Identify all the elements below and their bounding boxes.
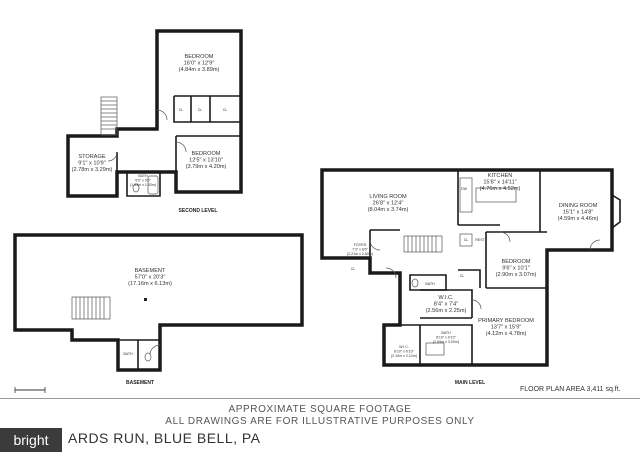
dining-room-dims: 15'1" x 14'8" [563,210,594,216]
closet-label: CL [223,108,228,112]
main-closet-label: CL [351,267,356,271]
second-bedroom-1-metric: (4.84m x 3.89m) [179,67,220,73]
toilet-icon [132,183,140,193]
bright-logo: bright [0,428,62,452]
foyer-dims: 7'3" x 8'6" [352,248,368,252]
pantry-closet-label: CL [464,238,469,242]
kitchen-name: KITCHEN [488,173,513,179]
living-room-dims: 26'8" x 12'4" [373,201,404,207]
kitchen-pantry [459,233,473,247]
storage-dims: 9'1" x 10'9" [78,161,106,167]
main-level-stairs [403,235,443,253]
basement-stairs [71,296,111,320]
second-bedroom-2-name: BEDROOM [192,151,221,157]
basement-toilet-icon [144,352,152,362]
basement-room-metric: (17.16m x 6.13m) [128,281,172,287]
dishwasher-label: DW [461,187,468,191]
main-closet-label: CL [460,274,465,278]
kitchen-metric: (4.76m x 4.52m) [480,186,521,192]
second-bath-dims: 5'0" x 5'0" [135,179,151,183]
column-marker [144,298,147,301]
wic-1-name: W.I.C. [438,295,454,301]
dining-room-name: DINING ROOM [559,203,598,209]
second-bedroom-2-metric: (3.79m x 4.20m) [186,164,227,170]
foyer-metric: (2.21m x 2.60m) [347,252,373,256]
living-room-metric: (8.04m x 3.74m) [368,207,409,213]
property-address: ARDS RUN, BLUE BELL, PA [68,430,261,446]
half-bath-label: BATH [425,282,435,286]
primary-bath-dims: 8'10" x 9'10" [436,336,456,340]
living-room-name: LIVING ROOM [369,194,407,200]
foyer-name: FOYER [354,243,367,247]
second-bath-metric: (1.53m x 1.53m) [130,183,156,187]
bathtub-icon [147,175,159,195]
second-level-stairs [100,96,118,136]
dining-room-metric: (4.59m x 4.46m) [558,216,599,222]
primary-bath-metric: (2.69m x 3.00m) [433,340,459,344]
main-toilet-icon [411,278,419,288]
second-bedroom-1-name: BEDROOM [185,54,214,60]
storage-metric: (2.78m x 3.29m) [72,167,113,173]
rest-label: REST [475,238,485,242]
floor-plan-area: FLOOR PLAN AREA 3,411 sq.ft. [520,386,621,393]
wic-2-metric: (2.10m x 2.12m) [391,354,417,358]
primary-bedroom-dims: 13'7" x 15'9" [491,325,522,331]
wic-2-name: W.I.C. [399,345,409,349]
wic-2-dims: 6'10" x 6'10" [394,350,414,354]
primary-bedroom-metric: (4.12m x 4.78m) [486,331,527,337]
closet-label: CL [179,108,184,112]
basement-room-name: BASEMENT [135,268,166,274]
second-bedroom-1-dims: 16'0" x 12'9" [184,61,215,67]
main-level-label: MAIN LEVEL [455,380,485,386]
main-level-plan [320,168,621,367]
main-bedroom-name: BEDROOM [502,259,531,265]
primary-bath-name: BATH [441,331,451,335]
illustrative-disclaimer: ALL DRAWINGS ARE FOR ILLUSTRATIVE PURPOS… [165,416,475,427]
basement-bath-name: BATH [123,352,133,356]
second-bath-name: BATH [138,174,148,178]
basement-plan [13,233,304,393]
closet-label: CL [198,108,203,112]
storage-name: STORAGE [78,154,106,160]
second-level-label: SECOND LEVEL [179,208,218,214]
second-level-plan [66,29,243,198]
kitchen-island [475,187,517,203]
primary-bath-tub-icon [425,342,445,356]
scale-bar [14,387,46,393]
kitchen-counter [459,177,473,213]
divider-line [0,398,640,399]
main-bedroom-dims: 9'6" x 10'1" [502,266,530,272]
main-bedroom-metric: (2.90m x 3.07m) [496,272,537,278]
second-bedroom-2-dims: 12'5" x 13'10" [189,158,223,164]
basement-level-label: BASEMENT [126,380,154,386]
kitchen-dims: 15'8" x 14'11" [483,180,516,186]
wic-1-dims: 8'4" x 7'4" [434,302,458,308]
primary-bedroom-name: PRIMARY BEDROOM [478,318,534,324]
basement-room-dims: 57'0" x 20'3" [135,275,166,281]
approximate-footage-note: APPROXIMATE SQUARE FOOTAGE [228,404,412,415]
wic-1-metric: (2.56m x 2.25m) [426,308,467,314]
